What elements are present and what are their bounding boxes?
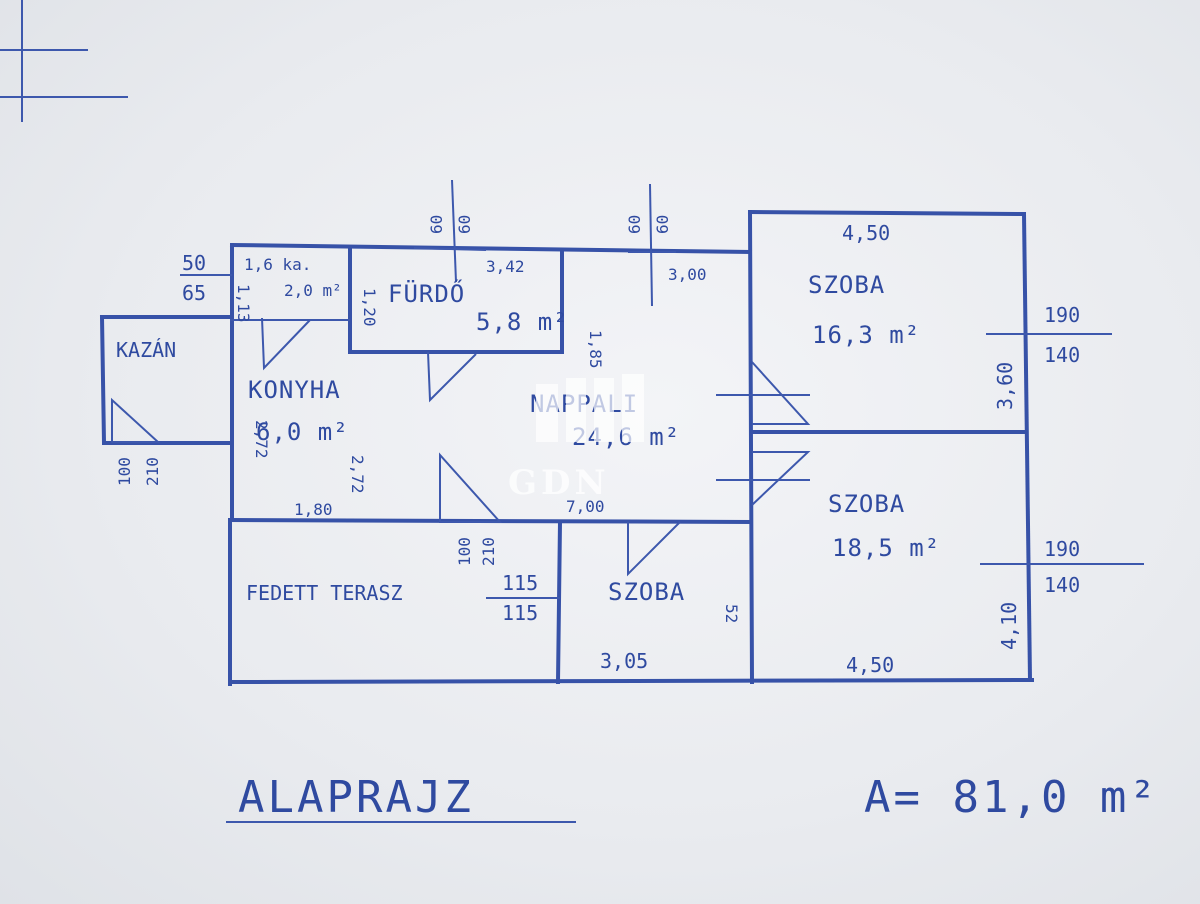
- dim-wc-depth: 1,20: [360, 288, 379, 327]
- room-szoba-mid-name: SZOBA: [828, 490, 905, 518]
- room-furdo-name: FÜRDŐ: [388, 278, 465, 308]
- window-1-width: 60: [427, 215, 446, 234]
- room-kazan-name: KAZÁN: [116, 338, 176, 362]
- room-wc-area: 2,0 m²: [284, 281, 342, 300]
- interior-walls: [99, 248, 1028, 685]
- door-konyha-height: 210: [479, 537, 498, 566]
- dim-szoba-small-width: 3,05: [600, 649, 648, 673]
- window-2-width: 60: [625, 215, 644, 234]
- door-kazan-width: 100: [115, 457, 134, 486]
- dim-konyha-inner: 2,72: [348, 455, 367, 494]
- plan-title: ALAPRAJZ: [238, 772, 474, 823]
- room-szoba-top-area: 16,3 m²: [812, 321, 920, 349]
- dim-szoba-bottom-width: 4,50: [846, 653, 894, 677]
- window-szoba-mid-width: 190: [1044, 537, 1080, 561]
- room-terasz-name: FEDETT TERASZ: [246, 581, 403, 605]
- door-terasz-width: 115: [502, 571, 538, 595]
- dim-furdo-depth: 1,85: [586, 330, 605, 369]
- corner-grid-marks: [0, 0, 128, 122]
- watermark-text: GDN: [508, 463, 610, 503]
- room-furdo-area: 5,8 m²: [476, 308, 569, 336]
- dim-wc-side: 1,13: [234, 284, 253, 323]
- window-szoba-top-height: 140: [1044, 343, 1080, 367]
- watermark: GDN: [508, 374, 644, 503]
- door-kazan-height: 210: [143, 457, 162, 486]
- window-2-height: 60: [653, 215, 672, 234]
- dim-szoba-small-depth: 52: [722, 604, 741, 623]
- dim-szoba-top-width: 4,50: [842, 221, 890, 245]
- dim-nappali-bottom: 7,00: [566, 497, 605, 516]
- room-konyha-name: KONYHA: [248, 376, 341, 404]
- window-szoba-mid-height: 140: [1044, 573, 1080, 597]
- window-wc-width: 50: [182, 251, 206, 275]
- dim-szoba-top-depth: 3,60: [993, 362, 1017, 410]
- door-konyha-width: 100: [455, 537, 474, 566]
- window-1-height: 60: [455, 215, 474, 234]
- dim-konyha-width: 1,80: [294, 500, 333, 519]
- total-area: A= 81,0 m²: [864, 772, 1159, 823]
- dim-szoba-mid-depth: 4,10: [997, 602, 1021, 650]
- window-markers: [180, 179, 1144, 599]
- room-konyha-area: 6,0 m²: [256, 418, 349, 446]
- room-szoba-top-name: SZOBA: [808, 271, 885, 299]
- room-wc-name: 1,6 ka.: [244, 255, 311, 274]
- dim-furdo-width: 3,42: [486, 257, 525, 276]
- dim-konyha-depth: 2,72: [252, 420, 271, 459]
- door-terasz-height: 115: [502, 601, 538, 625]
- window-szoba-top-width: 190: [1044, 303, 1080, 327]
- watermark-building-icon: [536, 374, 644, 442]
- door-swings: [111, 317, 811, 577]
- dim-nappali-top: 3,00: [668, 265, 707, 284]
- window-wc-height: 65: [182, 281, 206, 305]
- room-szoba-mid-area: 18,5 m²: [832, 534, 940, 562]
- room-szoba-small-name: SZOBA: [608, 578, 685, 606]
